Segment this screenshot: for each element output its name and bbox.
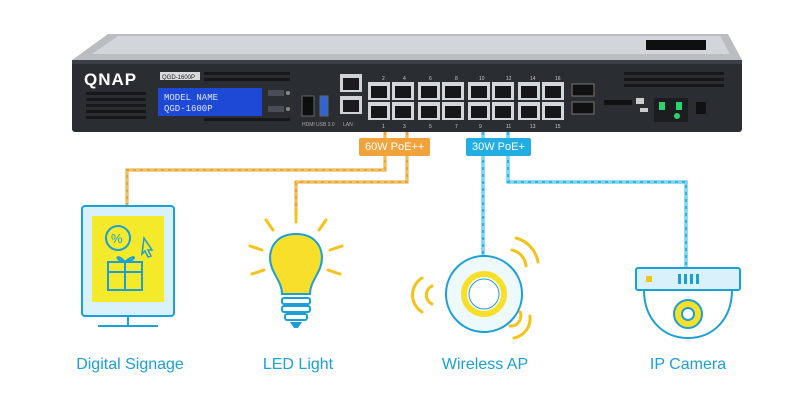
led-light-icon bbox=[248, 208, 344, 328]
port-num-13: 13 bbox=[530, 124, 536, 130]
rj45-port-socket bbox=[545, 86, 561, 98]
sfp-ports bbox=[571, 83, 595, 115]
port-num-12: 12 bbox=[506, 76, 512, 82]
port-num-7: 7 bbox=[455, 124, 458, 130]
port-num-10: 10 bbox=[479, 76, 485, 82]
rj45-port-socket bbox=[471, 106, 487, 118]
lcd-button-up[interactable] bbox=[268, 90, 284, 96]
device-label-digital-signage: Digital Signage bbox=[76, 356, 184, 373]
device-label-led-light: LED Light bbox=[262, 356, 334, 373]
rj45-port-socket bbox=[421, 106, 437, 118]
hdmi-label: HDMI bbox=[302, 122, 315, 128]
ip-camera-icon bbox=[635, 267, 741, 340]
rj45-port-socket bbox=[495, 106, 511, 118]
rj45-port-socket bbox=[371, 106, 387, 118]
port-num-1: 1 bbox=[382, 124, 385, 130]
device-label-ip-camera: IP Camera bbox=[649, 356, 727, 373]
port-num-6: 6 bbox=[429, 76, 432, 82]
port-num-8: 8 bbox=[455, 76, 458, 82]
rj45-port-socket bbox=[445, 106, 461, 118]
rj45-port-socket bbox=[395, 106, 411, 118]
rj45-port-socket bbox=[545, 106, 561, 118]
port-num-15: 15 bbox=[555, 124, 561, 130]
model-badge: QGD-1600P bbox=[162, 75, 195, 81]
device-label-wireless-ap: Wireless AP bbox=[441, 356, 529, 373]
lcd-line-1: MODEL NAME bbox=[164, 93, 218, 103]
rj45-port-socket bbox=[521, 86, 537, 98]
port-num-3: 3 bbox=[403, 124, 406, 130]
right-vents bbox=[624, 72, 724, 87]
rj45-port-socket bbox=[395, 86, 411, 98]
port-num-9: 9 bbox=[479, 124, 482, 130]
usb-port[interactable] bbox=[319, 95, 329, 117]
lcd-screen bbox=[158, 88, 262, 116]
port-num-14: 14 bbox=[530, 76, 536, 82]
poe-30w-badge: 30W PoE+ bbox=[466, 138, 531, 156]
usb-label: USB 3.0 bbox=[316, 122, 335, 128]
left-vents bbox=[86, 72, 290, 121]
rj45-port-socket bbox=[521, 106, 537, 118]
status-leds bbox=[604, 98, 706, 122]
svg-text:%: % bbox=[111, 231, 123, 246]
port-num-2: 2 bbox=[382, 76, 385, 82]
poe-60w-badge: 60W PoE++ bbox=[359, 138, 431, 156]
digital-signage-icon: % bbox=[81, 205, 175, 327]
port-num-11: 11 bbox=[506, 124, 511, 130]
brand-logo: QNAP bbox=[84, 70, 137, 89]
rj45-port-block bbox=[368, 82, 564, 120]
rj45-port-socket bbox=[471, 86, 487, 98]
svg-text:LAN: LAN bbox=[343, 122, 353, 128]
lcd-button-down[interactable] bbox=[268, 106, 284, 112]
orange-cable-signage-dash bbox=[126, 100, 386, 205]
hdmi-port[interactable] bbox=[301, 95, 315, 117]
port-num-5: 5 bbox=[429, 124, 432, 130]
wireless-ap-icon bbox=[411, 236, 540, 340]
blue-cable-camera-dash bbox=[507, 100, 687, 268]
rj45-port-socket bbox=[421, 86, 437, 98]
port-num-4: 4 bbox=[403, 76, 406, 82]
lcd-line-2: QGD-1600P bbox=[164, 104, 213, 114]
rj45-port-socket bbox=[495, 86, 511, 98]
rj45-port-socket bbox=[445, 86, 461, 98]
rj45-port-socket bbox=[371, 86, 387, 98]
mgmt-lan-ports: LAN bbox=[340, 74, 362, 128]
port-num-16: 16 bbox=[555, 76, 561, 82]
